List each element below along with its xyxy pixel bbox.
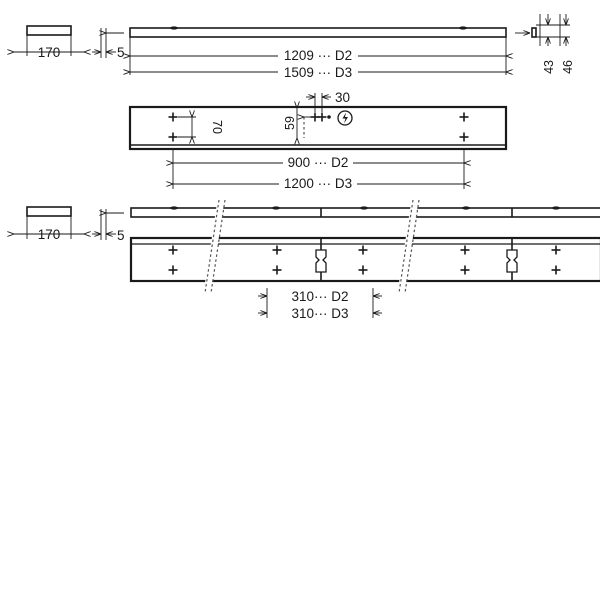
break-line-left bbox=[203, 199, 226, 294]
dim-connector-59: 59 bbox=[283, 116, 297, 130]
row-connector-icon bbox=[506, 249, 518, 273]
luminaire-body-front bbox=[129, 27, 507, 38]
dim-row-end-cap-5: 5 bbox=[117, 228, 125, 243]
dim-offset-30: 30 bbox=[335, 90, 350, 105]
dim-joint-spacing-d2: 310··· D2 bbox=[291, 289, 348, 304]
dim-joint-spacing-d3: 310··· D3 bbox=[291, 306, 348, 321]
dim-hole-spacing-d2: 900 ··· D2 bbox=[288, 155, 349, 170]
dim-height-46: 46 bbox=[561, 60, 575, 74]
dim-hole-spacing-d3: 1200 ··· D3 bbox=[284, 176, 352, 191]
cross-section-profile bbox=[26, 25, 72, 36]
dim-height-43: 43 bbox=[542, 60, 556, 74]
row-connector-icon bbox=[315, 249, 327, 273]
dim-length-d2: 1209 ··· D2 bbox=[284, 48, 352, 63]
break-line-right bbox=[397, 199, 420, 294]
side-profile bbox=[531, 27, 537, 38]
single-top-view: 70 59 30 900 ··· D2 1200 ··· D3 bbox=[128, 90, 508, 191]
dim-hole-spacing-70: 70 bbox=[210, 120, 224, 134]
row-cross-section-profile bbox=[26, 206, 72, 217]
power-connection-icon bbox=[337, 110, 353, 126]
dim-row-width-170: 170 bbox=[38, 227, 61, 242]
luminaire-body-top bbox=[128, 105, 508, 151]
dim-length-d3: 1509 ··· D3 bbox=[284, 65, 352, 80]
single-front-view: 170 5 1209 ··· D2 1509 ··· D3 43 46 bbox=[14, 14, 575, 80]
continuous-row-view: 170 5 bbox=[14, 199, 600, 321]
dim-end-cap-5: 5 bbox=[117, 45, 125, 60]
dim-width-170: 170 bbox=[38, 45, 61, 60]
